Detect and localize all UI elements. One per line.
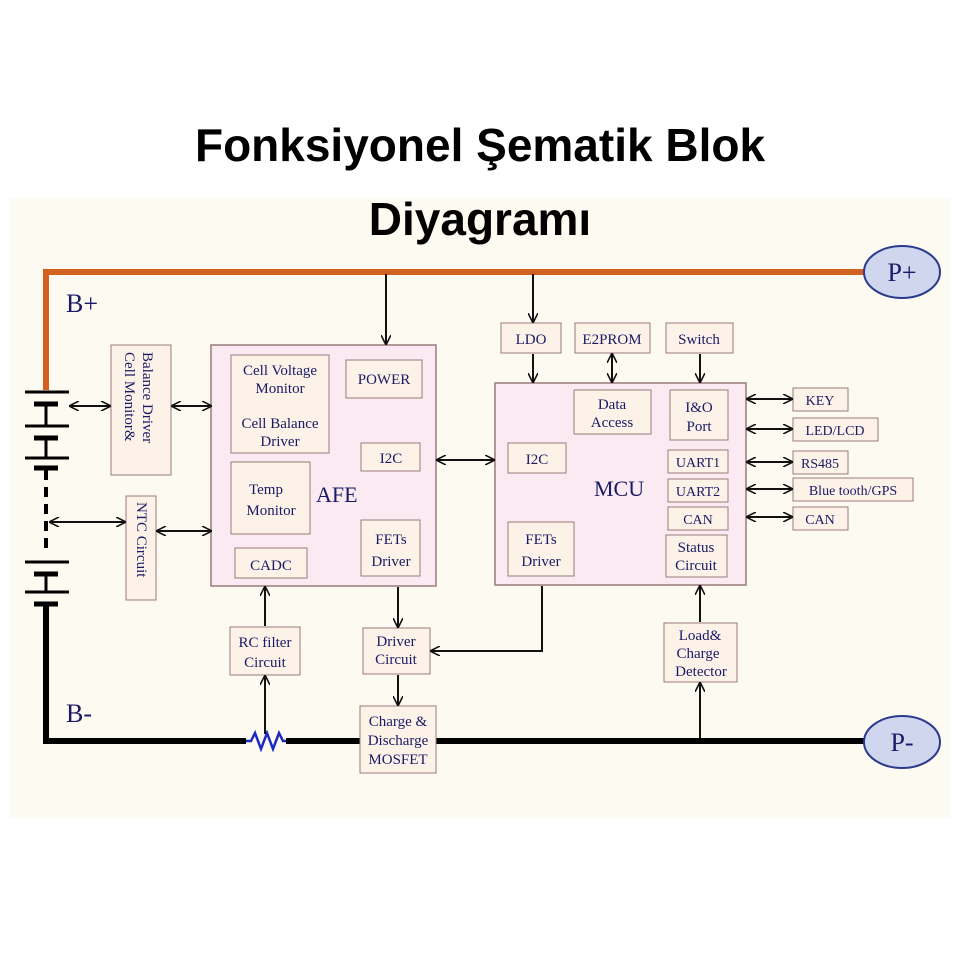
rs485-label: RS485 <box>801 457 839 472</box>
temp-monitor-box <box>230 461 311 535</box>
cell-voltage-box <box>230 354 330 454</box>
load-label-3: Detector <box>675 664 727 680</box>
data-access-label-1: Data <box>598 397 627 413</box>
b-minus-label: B- <box>66 699 92 728</box>
led-lcd-box <box>792 417 879 442</box>
cell-voltage-label-2: Monitor <box>255 381 304 397</box>
can-port-label: CAN <box>683 513 713 528</box>
can-ext-label: CAN <box>805 513 835 528</box>
afe-fets-label-1: FETs <box>375 532 407 548</box>
negative-rail-left <box>43 606 246 744</box>
load-label-1: Load& <box>679 628 722 644</box>
uart2-label: UART2 <box>676 485 720 500</box>
cell-balance-label-2: Driver <box>260 434 299 450</box>
switch-label: Switch <box>678 332 720 348</box>
ntc-label: NTC Circuit <box>133 502 149 578</box>
afe-i2c-label: I2C <box>380 451 403 467</box>
can-port-box <box>667 506 729 531</box>
io-port-box <box>669 389 729 441</box>
afe-fets-box <box>360 519 421 577</box>
afe-i2c-box <box>360 442 421 472</box>
key-box <box>792 387 849 412</box>
page-title: Fonksiyonel Şematik Blok <box>194 119 766 171</box>
switch-box <box>665 322 734 354</box>
can-ext-box <box>792 506 849 531</box>
data-access-box <box>573 389 652 435</box>
mcu-fets-label-1: FETs <box>525 532 557 548</box>
power-label: POWER <box>358 372 411 388</box>
key-label: KEY <box>806 394 835 409</box>
io-label-2: Port <box>686 419 712 435</box>
p-minus-label: P- <box>890 728 913 757</box>
status-circuit-box <box>665 534 728 578</box>
ldo-box <box>500 322 562 354</box>
e2prom-label: E2PROM <box>582 332 641 348</box>
p-minus-terminal <box>863 715 941 769</box>
afe-label: AFE <box>316 482 358 507</box>
rc-label-2: Circuit <box>244 655 286 671</box>
cell-monitor-label-1: Cell Monitor& <box>121 352 137 442</box>
p-plus-label: P+ <box>887 258 916 287</box>
cadc-label: CADC <box>250 558 292 574</box>
uart1-box <box>667 449 729 474</box>
driver-label-1: Driver <box>376 634 415 650</box>
afe-fets-label-2: Driver <box>371 554 410 570</box>
mcu-label: MCU <box>594 476 644 501</box>
e2prom-box <box>574 322 651 354</box>
p-plus-terminal <box>863 245 941 299</box>
status-label-2: Circuit <box>675 558 717 574</box>
mcu-i2c-label: I2C <box>526 452 549 468</box>
mosfet-label-1: Charge & <box>369 714 428 730</box>
page-title-line2: Diyagramı <box>368 193 592 245</box>
power-box <box>345 359 423 399</box>
driver-label-2: Circuit <box>375 652 417 668</box>
driver-circuit-box <box>362 627 431 675</box>
cell-monitor-box <box>110 344 172 476</box>
bluetooth-label: Blue tooth/GPS <box>809 484 897 499</box>
cadc-box <box>234 547 308 579</box>
battery-stack <box>25 390 69 607</box>
mosfet-label-3: MOSFET <box>368 752 427 768</box>
load-label-2: Charge <box>676 646 719 662</box>
ldo-label: LDO <box>516 332 547 348</box>
shunt-resistor-icon <box>246 729 286 753</box>
temp-label-2: Monitor <box>246 503 295 519</box>
cell-monitor-label-2: Balance Driver <box>139 352 155 443</box>
positive-rail <box>43 269 865 390</box>
rc-label-1: RC filter <box>239 635 292 651</box>
load-charge-detector-box <box>663 622 738 683</box>
uart1-label: UART1 <box>676 456 720 471</box>
temp-label-1: Temp <box>249 482 283 498</box>
uart2-box <box>667 478 729 503</box>
data-access-label-2: Access <box>591 415 634 431</box>
led-lcd-label: LED/LCD <box>805 424 864 439</box>
b-plus-label: B+ <box>66 289 98 318</box>
mcu-fets-label-2: Driver <box>521 554 560 570</box>
status-label-1: Status <box>678 540 715 556</box>
arrow-mcufets-driver <box>431 586 543 651</box>
mcu-i2c-box <box>507 442 567 474</box>
io-label-1: I&O <box>685 400 713 416</box>
mosfet-label-2: Discharge <box>368 733 429 749</box>
rs485-box <box>792 450 849 475</box>
bluetooth-box <box>792 477 914 502</box>
cell-voltage-label-1: Cell Voltage <box>243 363 317 379</box>
mcu-fets-box <box>507 521 575 577</box>
ntc-box <box>125 495 157 601</box>
cell-balance-label-1: Cell Balance <box>241 416 318 432</box>
mosfet-box <box>359 705 437 774</box>
